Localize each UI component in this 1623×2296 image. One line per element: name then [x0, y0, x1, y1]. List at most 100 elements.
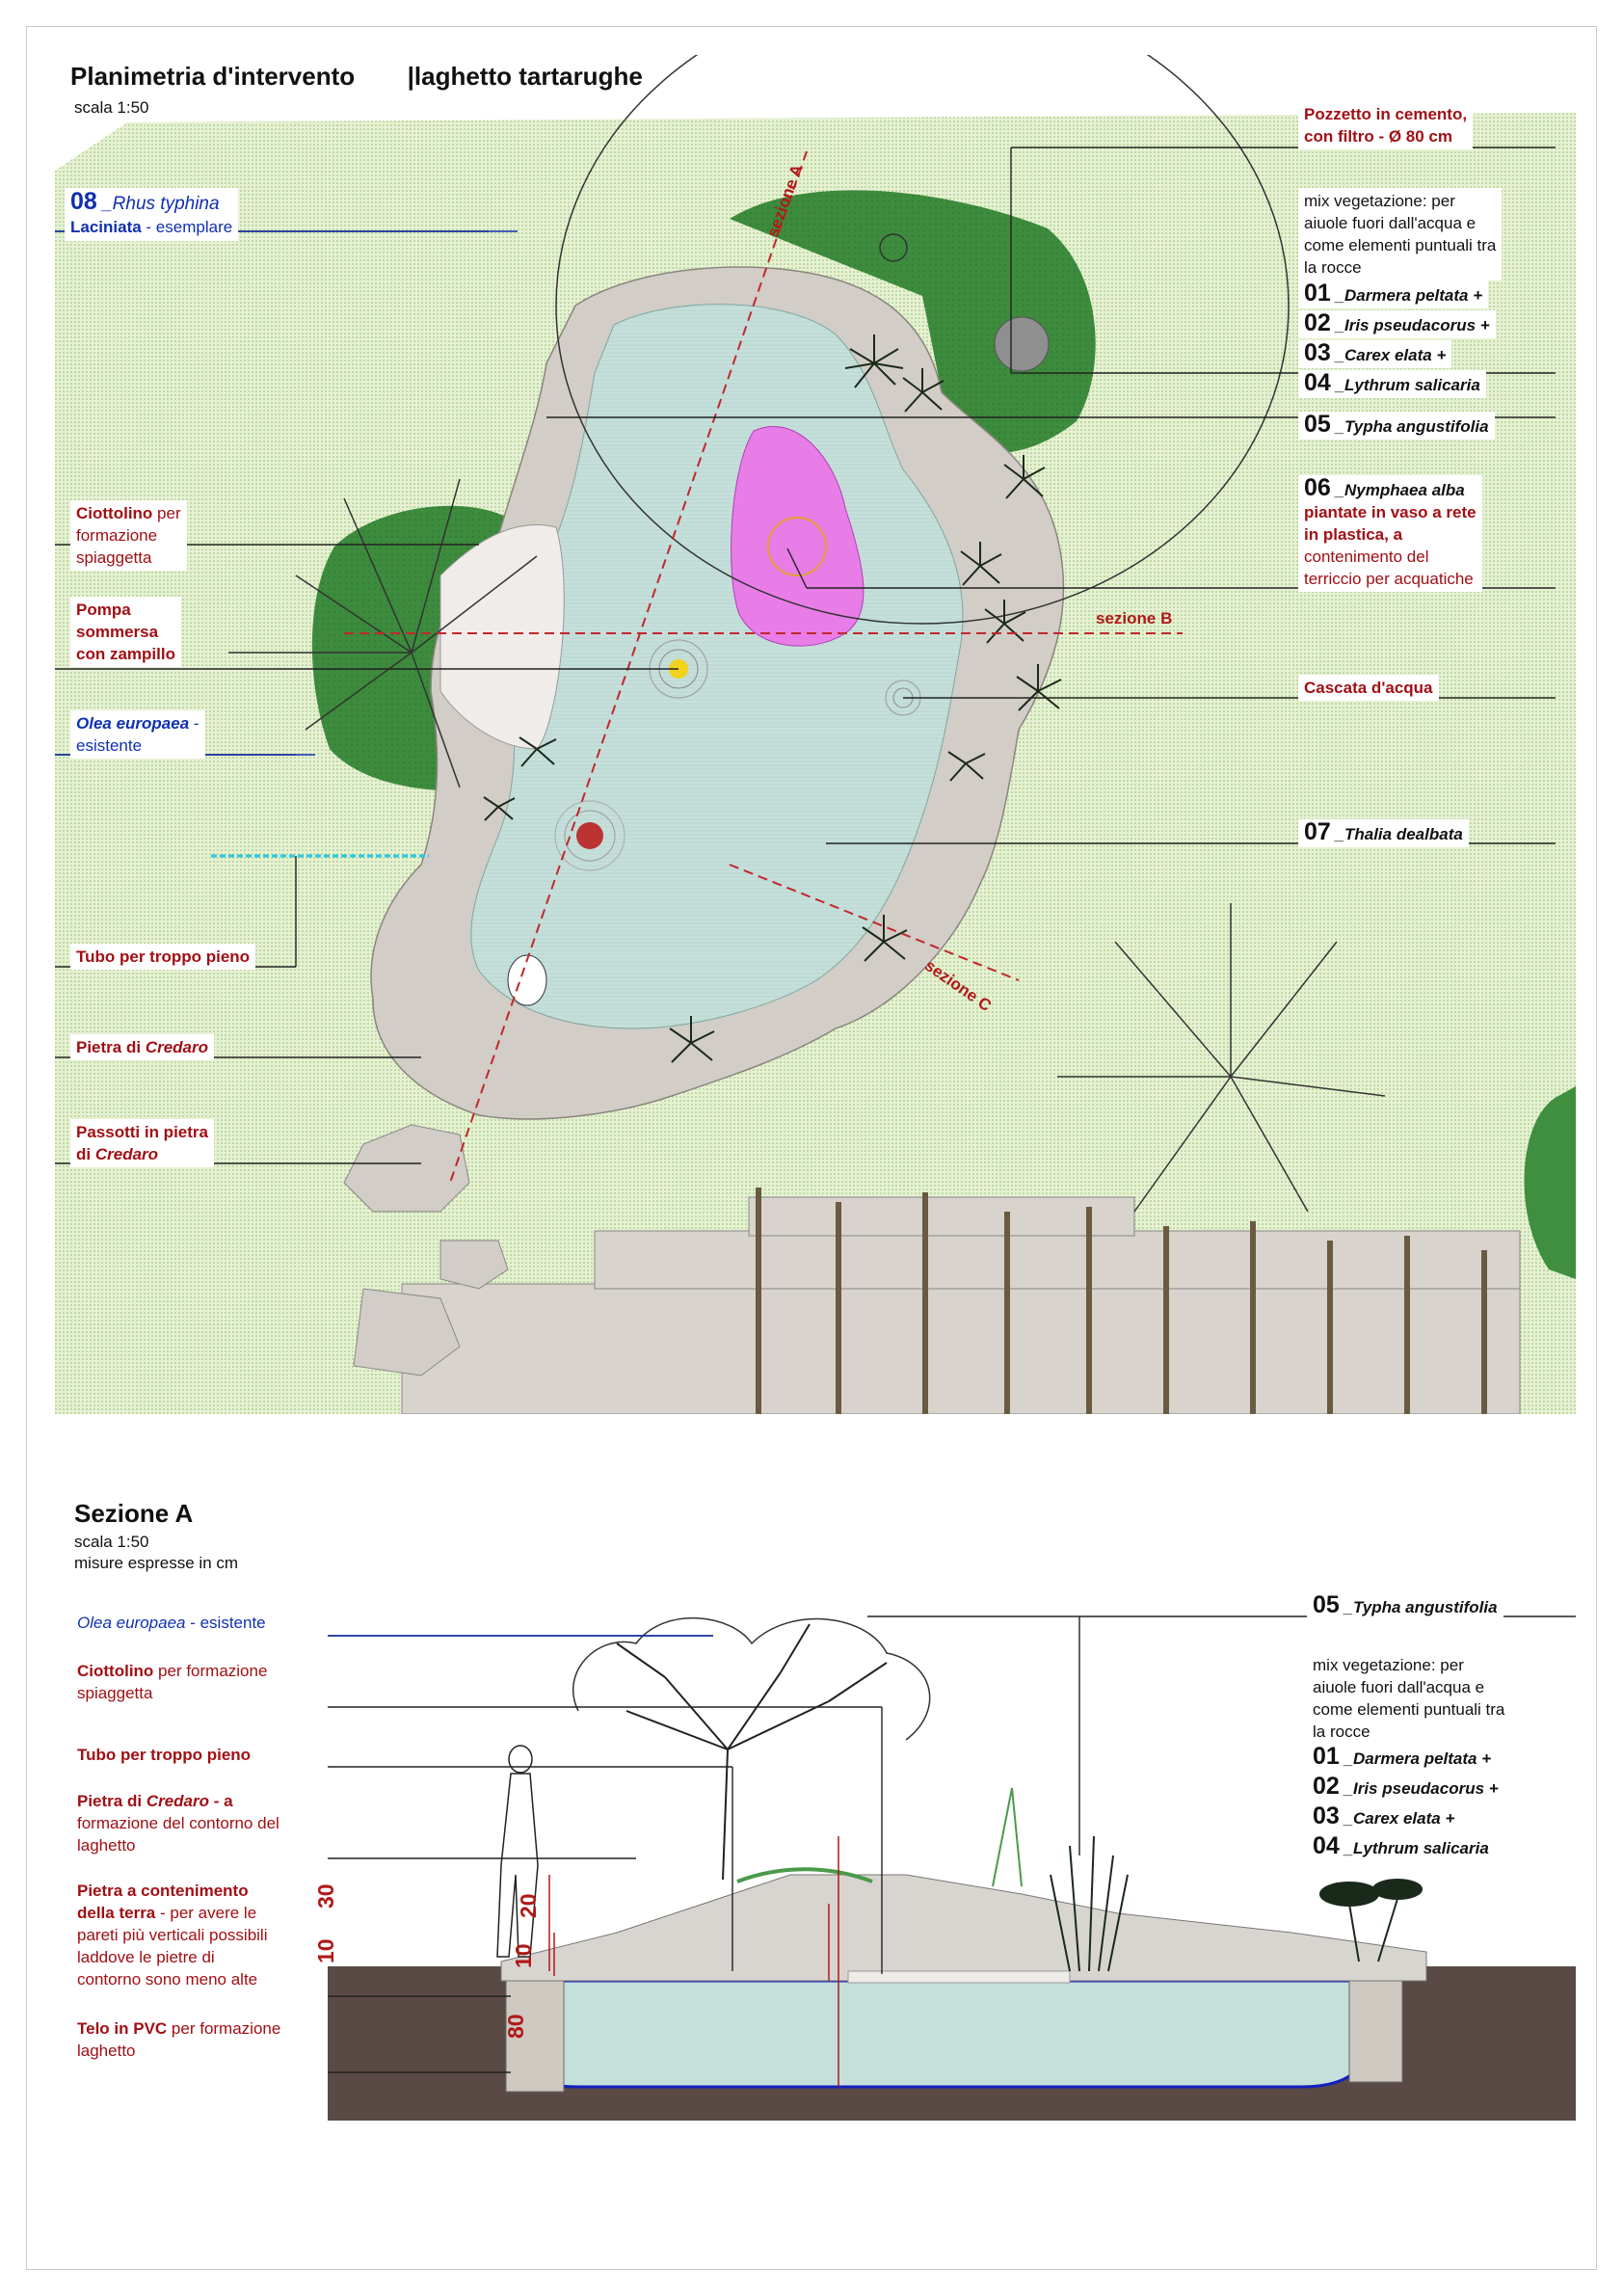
label-pozzetto-2: con filtro - Ø 80 cm [1304, 127, 1452, 146]
stepping-stone [343, 1124, 470, 1213]
label-passotti-1: Passotti in pietra [76, 1123, 208, 1141]
section-plant-05-name: _Typha angustifolia [1339, 1598, 1498, 1616]
section-view: 30 10 10 20 80 [313, 1586, 1576, 2125]
label-rhus-variety: Laciniata [70, 218, 142, 236]
section-cont-1: Pietra a contenimento [77, 1882, 249, 1900]
section-label-pietra: Pietra di Credaro - a formazione del con… [77, 1790, 279, 1856]
label-mix-2: aiuole fuori dall'acqua e [1304, 214, 1477, 232]
section-ciott-1a: Ciottolino [77, 1662, 154, 1680]
plan-view: Planimetria d'intervento |laghetto tarta… [55, 55, 1576, 1414]
section-plant-03-name: _Carex elata + [1339, 1809, 1455, 1828]
label-plant-02: 02 _Iris pseudacorus + [1298, 310, 1496, 338]
label-olea: Olea europaea - esistente [70, 710, 205, 759]
label-plant-04: 04 _Lythrum salicaria [1298, 370, 1486, 398]
dim-20: 20 [516, 1893, 541, 1918]
plant-01-num: 01 [1304, 280, 1331, 307]
label-olea-2: esistente [76, 736, 143, 755]
plant-06-line3: in plastica, a [1304, 525, 1403, 544]
plant-05-num: 05 [1304, 411, 1331, 438]
label-ciottolino-b: per [152, 504, 181, 522]
label-pozzetto: Pozzetto in cemento, con filtro - Ø 80 c… [1298, 101, 1474, 149]
planting-bed-north [730, 190, 1096, 454]
section-b-marker: sezione B [1096, 609, 1173, 627]
section-plant-01-num: 01 [1313, 1743, 1340, 1770]
plant-05-name: _Typha angustifolia [1330, 417, 1489, 436]
plant-06-num: 06 [1304, 474, 1331, 501]
dim-10: 10 [313, 1938, 338, 1963]
label-pompa: Pompa sommersa con zampillo [70, 597, 181, 667]
plant-symbols [483, 334, 1062, 1063]
section-pietra-2: formazione del contorno del [77, 1814, 279, 1832]
section-cont-5: contorno sono meno alte [77, 1970, 258, 1989]
label-passotti-2a: di [76, 1145, 95, 1163]
paving-area [401, 1188, 1521, 1414]
label-pozzetto-1: Pozzetto in cemento, [1304, 105, 1468, 123]
olea-tree [228, 478, 538, 788]
plant-06-line5: terriccio per acquatiche [1304, 570, 1474, 588]
section-cont-3: pareti più verticali possibili [77, 1926, 268, 1944]
rhus-canopy [555, 55, 1290, 625]
section-telo-1b: per formazione [167, 2019, 281, 2038]
plan-scale: scala 1:50 [74, 98, 149, 117]
tree-canopy-east [1524, 1086, 1576, 1279]
section-label-plant-05: 05 _Typha angustifolia [1307, 1592, 1503, 1620]
section-label-plant-02: 02 _Iris pseudacorus + [1313, 1775, 1499, 1800]
section-pietra-1a: Pietra di [77, 1792, 146, 1810]
dim-80: 80 [503, 2014, 528, 2039]
section-olea-b: - esistente [185, 1614, 266, 1632]
label-pietra-b: Credaro [145, 1038, 208, 1056]
section-label-plant-04: 04 _Lythrum salicaria [1313, 1834, 1489, 1859]
section-label-contenimento: Pietra a contenimento della terra - per … [77, 1880, 267, 1990]
section-ciott-1b: per formazione [153, 1662, 268, 1680]
label-pompa-2: sommersa [76, 623, 159, 641]
plan-title: Planimetria d'intervento |laghetto tarta… [65, 60, 649, 93]
label-olea-1b: - [189, 714, 200, 733]
section-label-tubo: Tubo per troppo pieno [77, 1746, 252, 1764]
plant-04-name: _Lythrum salicaria [1330, 376, 1480, 394]
section-label-ciottolino: Ciottolino per formazione spiaggetta [77, 1660, 267, 1704]
page-frame [26, 26, 1597, 2270]
dim-10b: 10 [511, 1943, 536, 1968]
section-cont-2b: - per avere le [155, 1904, 257, 1922]
label-rhus-num: 08 [70, 188, 97, 215]
label-pompa-1: Pompa [76, 601, 131, 619]
label-tubo: Tubo per troppo pieno [70, 944, 256, 970]
plant-01-name: _Darmera peltata + [1330, 286, 1483, 305]
section-label-olea: Olea europaea - esistente [77, 1612, 266, 1634]
label-ciottolino-d: spiaggetta [76, 548, 152, 567]
section-ciott-2: spiaggetta [77, 1684, 153, 1702]
grass-mound [992, 1787, 1023, 1887]
plan-title-right: |laghetto tartarughe [407, 62, 643, 91]
section-mix-4: la rocce [1313, 1722, 1370, 1741]
dimension-lines [548, 1836, 839, 2087]
label-passotti-2b: Credaro [94, 1145, 159, 1163]
label-rhus: 08 _Rhus typhina Laciniata - esemplare [65, 188, 239, 241]
label-olea-1: Olea europaea [76, 714, 190, 733]
section-pietra-1b: Credaro [146, 1792, 209, 1810]
section-pietra-3: laghetto [77, 1836, 136, 1855]
plant-07-num: 07 [1304, 818, 1331, 845]
label-mix-4: la rocce [1304, 258, 1362, 277]
section-plant-03-num: 03 [1313, 1802, 1340, 1829]
plant-03-name: _Carex elata + [1330, 346, 1447, 364]
label-mix-1: mix vegetazione: per [1304, 192, 1455, 210]
stepping-stone [439, 1240, 509, 1290]
section-drawing [328, 1615, 1576, 2121]
label-cascata: Cascata d'acqua [1298, 675, 1439, 701]
section-plant-01-name: _Darmera peltata + [1339, 1749, 1492, 1768]
turtle-marker [576, 822, 603, 849]
plant-02-name: _Iris pseudacorus + [1330, 316, 1490, 334]
plant-06-name: _Nymphaea alba [1330, 481, 1465, 499]
plan-drawing [55, 55, 1576, 1414]
section-label-plant-03: 03 _Carex elata + [1313, 1802, 1455, 1829]
plant-06-line2: piantate in vaso a rete [1304, 503, 1477, 521]
plant-04-num: 04 [1304, 369, 1331, 396]
plant-02-num: 02 [1304, 309, 1331, 336]
dim-30: 30 [313, 1883, 338, 1909]
plan-title-left: Planimetria d'intervento [70, 62, 356, 91]
retaining-stone-right [1348, 1975, 1403, 2083]
section-telo-1a: Telo in PVC [77, 2019, 168, 2038]
section-title: Sezione A [74, 1499, 194, 1528]
section-label-telo: Telo in PVC per formazione laghetto [77, 2017, 280, 2062]
section-plant-02-name: _Iris pseudacorus + [1339, 1779, 1499, 1798]
